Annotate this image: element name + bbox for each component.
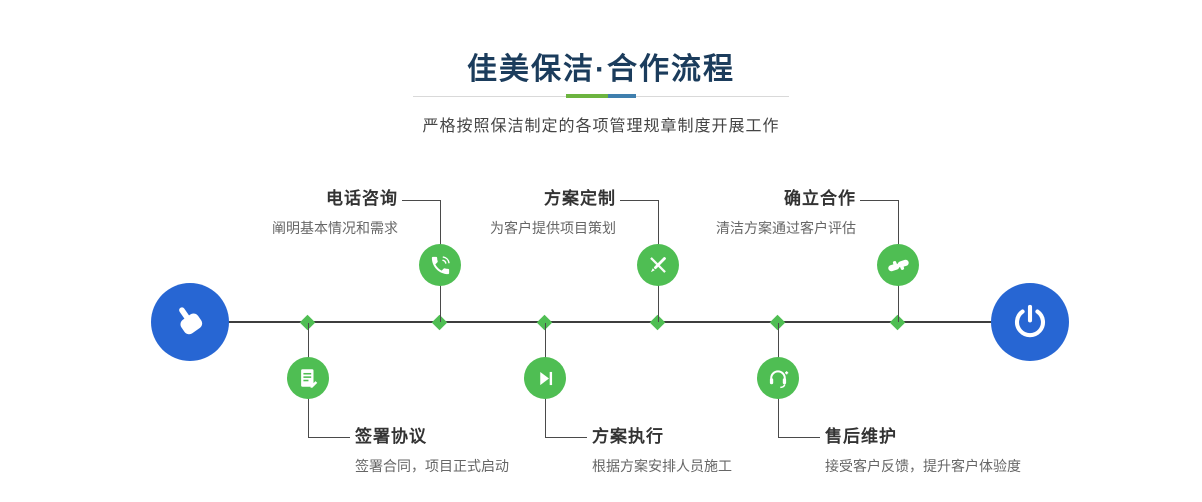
page-title: 佳美保洁·合作流程 (467, 53, 735, 86)
title-divider (413, 94, 789, 98)
step-title: 确立合作 (784, 189, 856, 208)
contract-icon (301, 369, 318, 388)
play-forward-icon (539, 371, 552, 385)
step-title: 售后维护 (825, 427, 897, 446)
connector-line (778, 437, 820, 438)
handshake-icon (887, 259, 909, 271)
step-title: 签署协议 (355, 427, 427, 446)
connector-line (860, 200, 898, 201)
step-title: 方案执行 (592, 427, 664, 446)
phone-icon (431, 255, 450, 274)
step-block-establish-cooperation: 确立合作 清洁方案通过客户评估 (642, 188, 856, 237)
timeline-end-node (991, 283, 1069, 361)
step-icon-badge (757, 357, 799, 399)
page-subtitle: 严格按照保洁制定的各项管理规章制度开展工作 (422, 118, 780, 135)
timeline-line (190, 321, 1030, 323)
connector-line (308, 437, 350, 438)
connector-line (620, 200, 658, 201)
step-description: 签署合同，项目正式启动 (355, 458, 509, 474)
step-description: 阐明基本情况和需求 (272, 220, 398, 236)
step-block-phone-consult: 电话咨询 阐明基本情况和需求 (150, 188, 398, 237)
step-description: 根据方案安排人员施工 (592, 458, 732, 474)
step-description: 为客户提供项目策划 (490, 220, 616, 236)
divider-accent-green (566, 94, 608, 98)
step-title: 方案定制 (544, 189, 616, 208)
connector-line (402, 200, 440, 201)
step-icon-badge (419, 244, 461, 286)
step-title: 电话咨询 (326, 189, 398, 208)
timeline-start-node (151, 283, 229, 361)
step-description: 清洁方案通过客户评估 (716, 220, 856, 236)
step-block-plan-execute: 方案执行 根据方案安排人员施工 (592, 426, 732, 475)
divider-accent-blue (608, 94, 636, 98)
headset-icon (769, 370, 789, 389)
step-icon-badge (524, 357, 566, 399)
step-block-sign-agreement: 签署协议 签署合同，项目正式启动 (355, 426, 509, 475)
step-icon-badge (287, 357, 329, 399)
pencil-ruler-icon (650, 256, 667, 273)
step-description: 接受客户反馈，提升客户体验度 (825, 458, 1021, 474)
connector-line (545, 437, 587, 438)
step-block-plan-customize: 方案定制 为客户提供项目策划 (402, 188, 616, 237)
power-icon (1014, 304, 1046, 338)
step-icon-badge (637, 244, 679, 286)
step-icon-badge (877, 244, 919, 286)
step-block-aftersales-maintenance: 售后维护 接受客户反馈，提升客户体验度 (825, 426, 1021, 475)
pointing-hand-icon (179, 307, 203, 335)
